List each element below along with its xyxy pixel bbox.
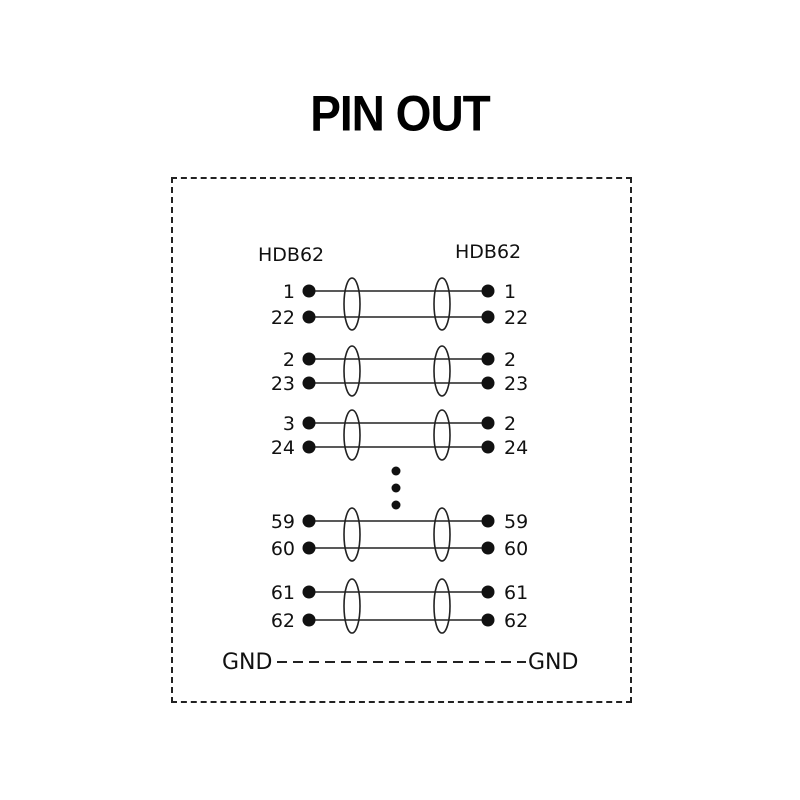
twisted-pair-ellipse: [343, 578, 361, 634]
twisted-pair-ellipse: [343, 277, 361, 331]
left-pin-label: 59: [271, 511, 295, 533]
right-pin-dot: [481, 376, 495, 390]
left-pin-dot: [302, 376, 316, 390]
left-pin-label: 3: [283, 413, 295, 435]
twisted-pair-ellipse: [433, 277, 451, 331]
left-pin-dot: [302, 440, 316, 454]
gnd-right-label: GND: [528, 650, 578, 675]
right-pin-label: 23: [504, 373, 528, 395]
diagram-frame: [171, 177, 632, 703]
left-pin-label: 60: [271, 538, 295, 560]
left-pin-label: 62: [271, 610, 295, 632]
right-pin-dot: [481, 514, 495, 528]
right-pin-dot: [481, 416, 495, 430]
twisted-pair-ellipse: [343, 345, 361, 397]
right-connector-label: HDB62: [455, 241, 521, 263]
left-pin-dot: [302, 284, 316, 298]
left-pin-label: 22: [271, 307, 295, 329]
right-pin-dot: [481, 613, 495, 627]
wire-pair: 1 1 22 22: [271, 277, 528, 331]
left-pin-label: 61: [271, 582, 295, 604]
wire-pair: 61 61 62 62: [271, 578, 528, 634]
ellipsis-dot: [391, 500, 401, 510]
right-pin-dot: [481, 352, 495, 366]
right-pin-dot: [481, 585, 495, 599]
right-pin-label: 62: [504, 610, 528, 632]
twisted-pair-ellipse: [433, 409, 451, 461]
left-pin-dot: [302, 514, 316, 528]
right-pin-dot: [481, 541, 495, 555]
ellipsis-dot: [391, 483, 401, 493]
left-pin-dot: [302, 613, 316, 627]
left-pin-dot: [302, 585, 316, 599]
left-pin-label: 24: [271, 437, 295, 459]
ellipsis-dot: [391, 466, 401, 476]
right-pin-label: 24: [504, 437, 528, 459]
page-title: PIN OUT: [310, 84, 491, 142]
right-pin-label: 60: [504, 538, 528, 560]
ellipsis-dots: [391, 466, 401, 510]
twisted-pair-ellipse: [343, 409, 361, 461]
right-pin-label: 22: [504, 307, 528, 329]
gnd-left-label: GND: [222, 650, 272, 675]
right-pin-dot: [481, 440, 495, 454]
twisted-pair-ellipse: [433, 578, 451, 634]
left-pin-label: 23: [271, 373, 295, 395]
twisted-pair-ellipse: [433, 507, 451, 562]
right-pin-label: 61: [504, 582, 528, 604]
twisted-pair-ellipse: [433, 345, 451, 397]
left-pin-dot: [302, 416, 316, 430]
wire-pair: 59 59 60 60: [271, 507, 528, 562]
left-pin-label: 2: [283, 349, 295, 371]
right-pin-label: 1: [504, 281, 516, 303]
left-pin-dot: [302, 352, 316, 366]
left-pin-dot: [302, 541, 316, 555]
right-pin-label: 2: [504, 413, 516, 435]
right-pin-label: 59: [504, 511, 528, 533]
right-pin-dot: [481, 284, 495, 298]
right-pin-label: 2: [504, 349, 516, 371]
left-pin-label: 1: [283, 281, 295, 303]
twisted-pair-ellipse: [343, 507, 361, 562]
left-pin-dot: [302, 310, 316, 324]
left-connector-label: HDB62: [258, 244, 324, 266]
right-pin-dot: [481, 310, 495, 324]
